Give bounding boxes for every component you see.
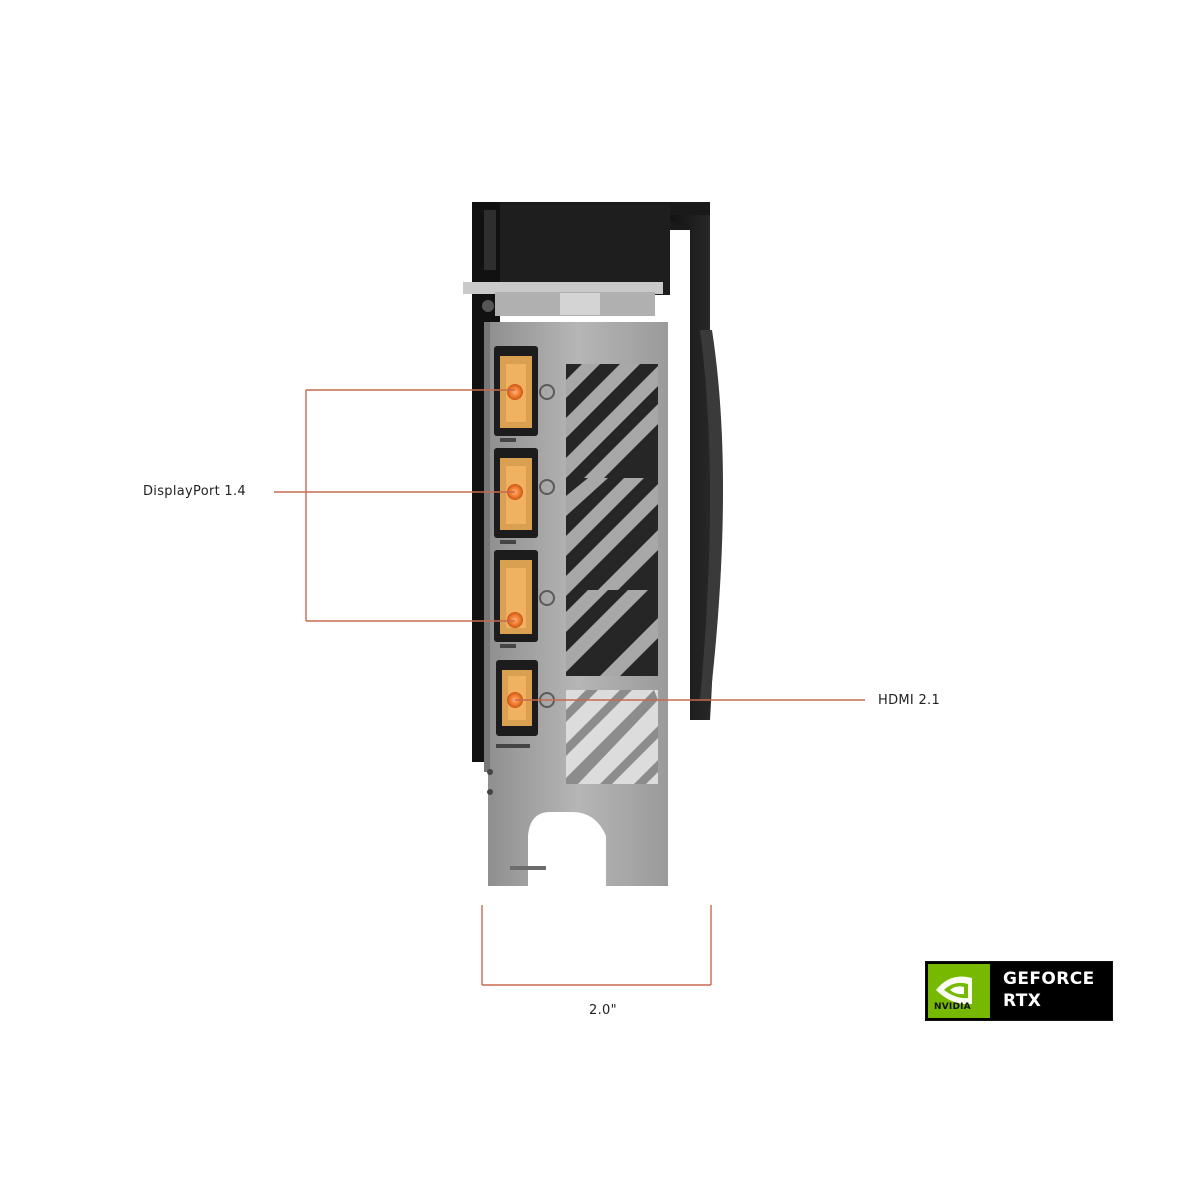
displayport-3 (494, 550, 555, 642)
width-dimension-label: 2.0" (589, 1003, 617, 1018)
displayport-callout-lines (274, 389, 515, 622)
geforce-rtx-badge: NVIDIA GEFORCE RTX (925, 961, 1113, 1021)
nvidia-wordmark: NVIDIA (934, 1002, 971, 1012)
bracket-markings (487, 438, 546, 870)
badge-line-geforce: GEFORCE (1003, 969, 1095, 989)
displayport-label: DisplayPort 1.4 (143, 484, 246, 499)
badge-text: GEFORCE RTX (1003, 968, 1095, 1012)
hdmi-label: HDMI 2.1 (878, 693, 941, 708)
displayport-2 (494, 448, 555, 538)
hdmi-port (496, 660, 555, 736)
width-dimension-lines (481, 905, 712, 986)
badge-line-rtx: RTX (1003, 991, 1042, 1011)
nvidia-logo-icon: NVIDIA (928, 964, 990, 1018)
vent-grille (566, 364, 658, 784)
displayport-1 (494, 346, 555, 436)
bracket-top (463, 282, 663, 316)
